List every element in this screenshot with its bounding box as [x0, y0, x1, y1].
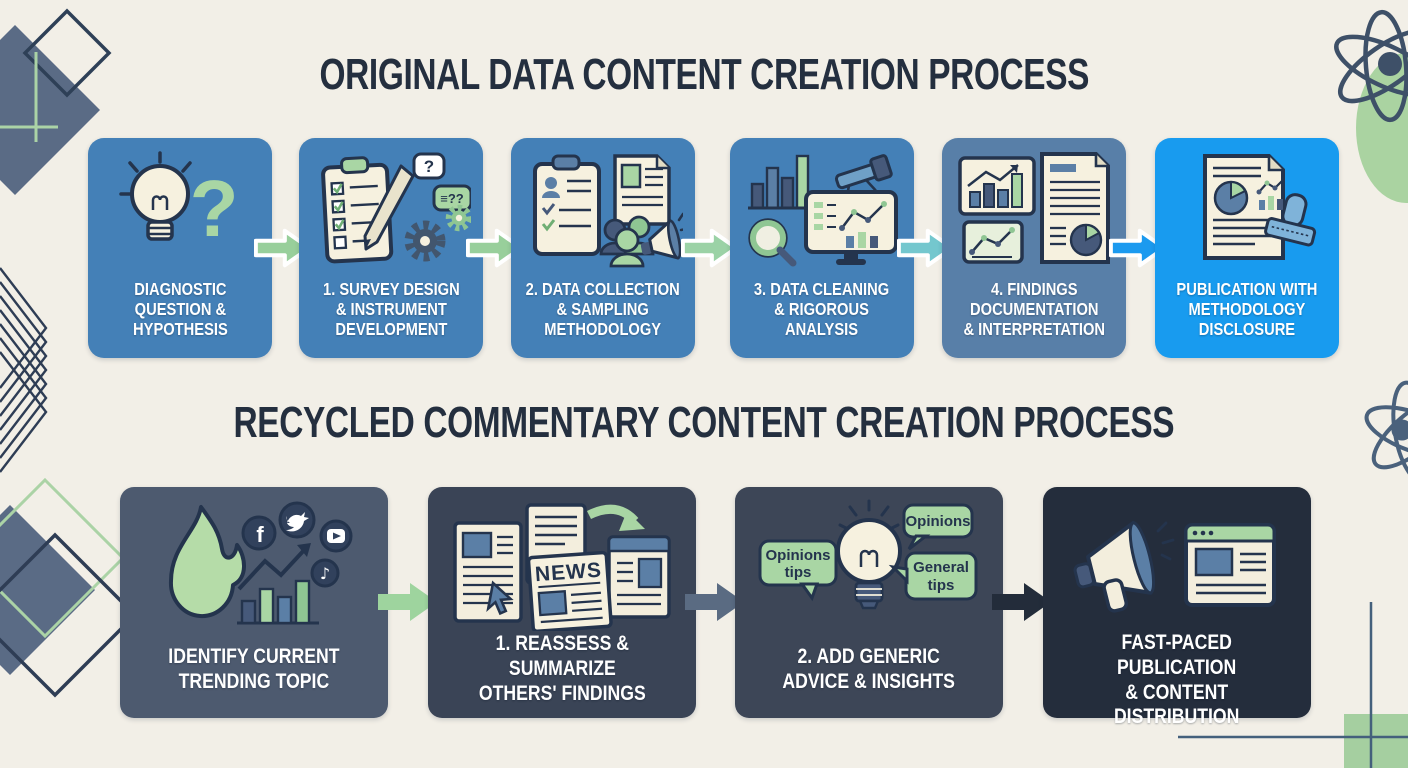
process1-step-survey-design: ? ≡?? 1. SURVEY DESIGN & INSTRUMENT DEVE… [299, 138, 483, 358]
atom-icon [1334, 9, 1408, 123]
flow-arrow [378, 583, 437, 621]
svg-text:General: General [913, 559, 969, 576]
flow-arrow [992, 583, 1051, 621]
process1-title: ORIGINAL DATA CONTENT CREATION PROCESS [319, 50, 1089, 99]
process2-title: RECYCLED COMMENTARY CONTENT CREATION PRO… [233, 398, 1175, 447]
process2-step-fast-publication: FAST-PACED PUBLICATION & CONTENT DISTRIB… [1043, 487, 1311, 728]
svg-text:Opinions: Opinions [766, 547, 831, 564]
step-label: PUBLICATION WITH METHODOLOGY DISCLOSURE [1176, 278, 1318, 340]
step-label: 4. FINDINGS DOCUMENTATION & INTERPRETATI… [963, 278, 1105, 340]
svg-text:f: f [256, 522, 264, 547]
svg-text:♪: ♪ [320, 564, 330, 583]
news-articles-cursor-icon: NEWS [453, 503, 671, 631]
report-stamp-icon [1203, 154, 1317, 260]
step-label: 1. REASSESS & SUMMARIZE OTHERS' FINDINGS [478, 632, 646, 705]
process1-step-data-cleaning: 3. DATA CLEANING & RIGOROUS ANALYSIS [730, 138, 914, 358]
charts-report-document-icon [958, 152, 1110, 264]
svg-text:Opinions: Opinions [906, 513, 971, 530]
svg-text:NEWS: NEWS [534, 559, 602, 587]
lightbulb-question-icon: ? [119, 151, 239, 253]
process2-step-reassess: NEWS 1. REASSESS & SUMMARIZE OTHERS' FIN… [428, 487, 696, 718]
midleft-diamond-shapes [0, 477, 138, 698]
cursor-arrow-icon [486, 580, 514, 616]
flame-social-trend-icon: f ♪ [168, 501, 353, 625]
megaphone-webpage-icon [1073, 520, 1276, 613]
svg-text:tips: tips [928, 577, 955, 594]
svg-text:≡??: ≡?? [440, 191, 464, 206]
svg-text:?: ? [190, 164, 239, 253]
charts-telescope-monitor-icon [748, 154, 898, 267]
flow-arrow [466, 228, 524, 268]
flow-arrow [681, 228, 739, 268]
step-label: 2. DATA COLLECTION & SAMPLING METHODOLOG… [525, 278, 681, 340]
svg-text:?: ? [424, 157, 434, 176]
survey-clipboard-gears-icon: ? ≡?? [321, 152, 471, 264]
flow-arrow [1109, 228, 1167, 268]
chevron-pattern [0, 267, 48, 473]
step-label: 3. DATA CLEANING & RIGOROUS ANALYSIS [754, 278, 890, 340]
step-label: 1. SURVEY DESIGN & INSTRUMENT DEVELOPMEN… [322, 278, 460, 340]
process1-step-publication: PUBLICATION WITH METHODOLOGY DISCLOSURE [1155, 138, 1339, 358]
topleft-diamond-shapes [0, 8, 112, 195]
svg-text:tips: tips [785, 564, 812, 581]
flow-arrow [685, 583, 744, 621]
process1-step-diagnostic: ? DIAGNOSTIC QUESTION & HYPOTHESIS [88, 138, 272, 358]
process2-step-generic-advice: Opinions tips Opinions General tips 2. A… [735, 487, 1003, 718]
process1-step-findings: 4. FINDINGS DOCUMENTATION & INTERPRETATI… [942, 138, 1126, 358]
step-label: FAST-PACED PUBLICATION & CONTENT DISTRIB… [1114, 631, 1240, 729]
step-label: DIAGNOSTIC QUESTION & HYPOTHESIS [132, 278, 228, 340]
step-label: IDENTIFY CURRENT TRENDING TOPIC [168, 644, 340, 693]
flow-arrow [254, 228, 312, 268]
process1-step-data-collection: 2. DATA COLLECTION & SAMPLING METHODOLOG… [511, 138, 695, 358]
flow-arrow [897, 228, 955, 268]
step-label: 2. ADD GENERIC ADVICE & INSIGHTS [782, 644, 956, 693]
clipboard-people-megaphone-icon [533, 154, 683, 268]
bottomright-grid [1178, 602, 1408, 768]
lightbulb-opinion-bubbles-icon: Opinions tips Opinions General tips [758, 499, 978, 610]
process2-step-trending-topic: f ♪ IDENTIFY CURRENT TRENDING TOPIC [120, 487, 388, 718]
